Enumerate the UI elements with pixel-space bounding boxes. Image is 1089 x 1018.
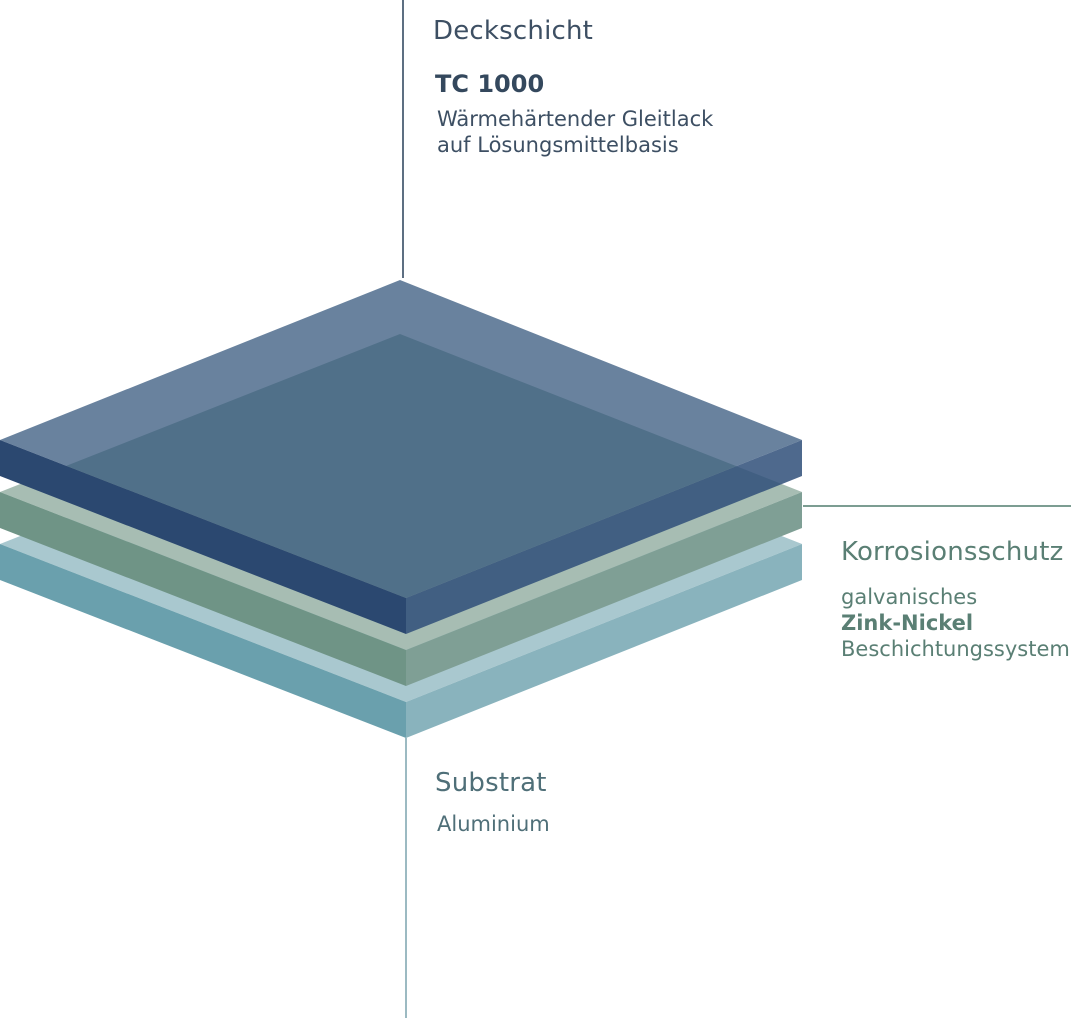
- korrosionsschutz-layer-right-face: [406, 492, 802, 686]
- deckschicht-layer-right-face: [406, 440, 802, 634]
- korrosionsschutz-line-3: Beschichtungssystem: [841, 637, 1070, 661]
- deckschicht-layer: [0, 280, 802, 634]
- deckschicht-layer-left-face: [0, 440, 406, 634]
- korrosionsschutz-heading: Korrosionsschutz: [841, 537, 1064, 567]
- korrosionsschutz-line-2: Zink-Nickel: [841, 611, 974, 635]
- korrosionsschutz-description: galvanisches Zink-Nickel Beschichtungssy…: [841, 584, 1070, 662]
- substrat-layer-right-face: [406, 544, 802, 738]
- korrosionsschutz-layer-left-face: [0, 492, 406, 686]
- deckschicht-heading: Deckschicht: [433, 16, 594, 46]
- deckschicht-description-line-2: auf Lösungsmittelbasis: [437, 133, 679, 157]
- substrat-layer-left-face: [0, 544, 406, 738]
- deckschicht-product-name: TC 1000: [435, 70, 545, 98]
- korrosionsschutz-line-1: galvanisches: [841, 585, 978, 609]
- deckschicht-layer-top-face: [0, 280, 802, 598]
- substrat-heading: Substrat: [435, 768, 547, 798]
- deckschicht-description-line-1: Wärmehärtender Gleitlack: [437, 107, 714, 131]
- deckschicht-description: Wärmehärtender Gleitlack auf Lösungsmitt…: [437, 106, 713, 158]
- substrat-description: Aluminium: [437, 812, 550, 836]
